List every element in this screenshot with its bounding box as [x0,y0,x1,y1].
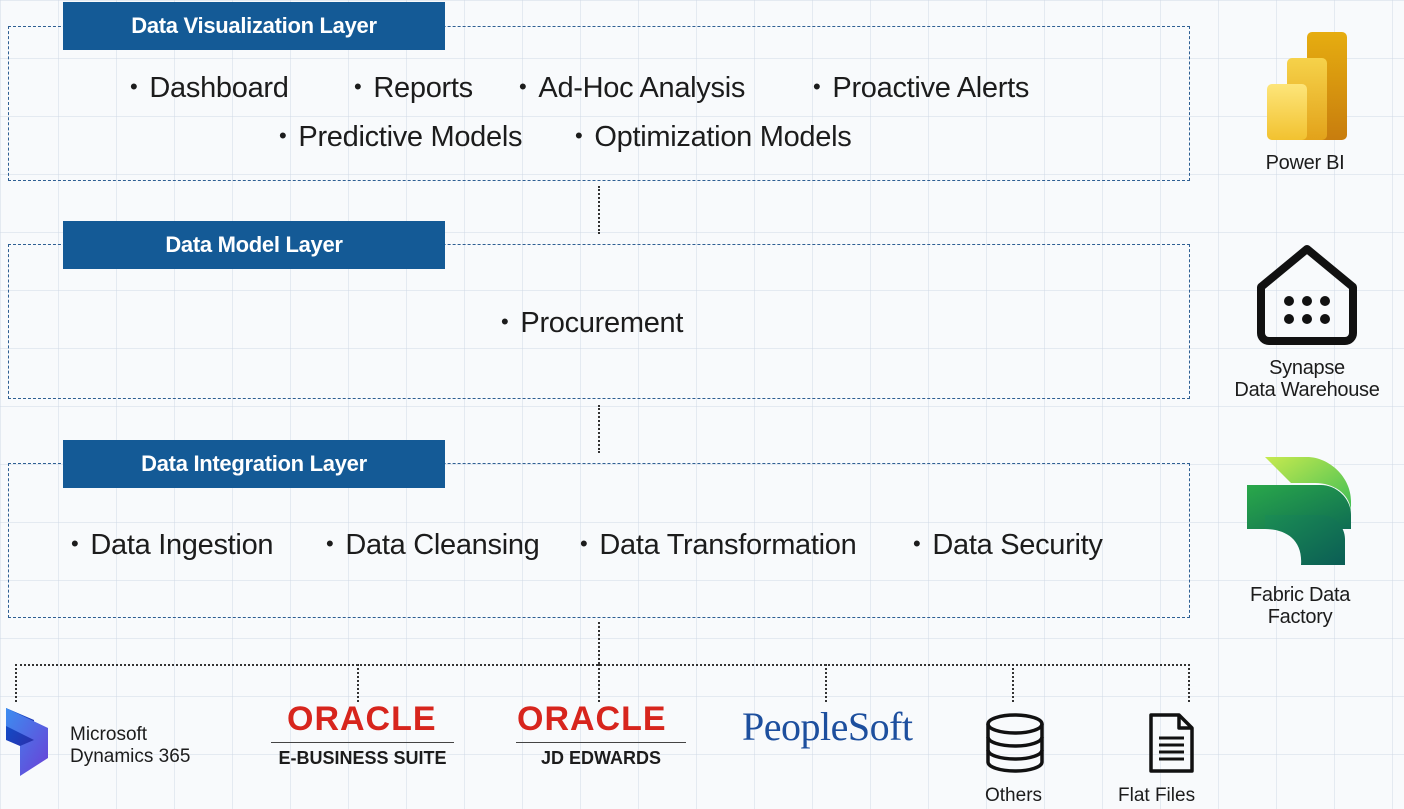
integration-item: •Data Security [913,529,1103,561]
connector-line [1012,664,1014,702]
oracle-ebs-label: E-BUSINESS SUITE [278,748,447,768]
oracle-ebs-logo: ORACLE [287,700,437,738]
visualization-item: •Dashboard [130,72,289,104]
integration-layer-title: Data Integration Layer [63,440,445,488]
oracle-ebs-rule [271,742,454,743]
visualization-item: •Predictive Models [279,121,523,153]
fabric-data-factory-icon [1247,457,1351,565]
visualization-item: •Optimization Models [575,121,852,153]
flat-files-label: Flat Files [1118,785,1196,806]
connector-line [1188,664,1190,702]
model-layer-title: Data Model Layer [63,221,445,269]
visualization-item: •Proactive Alerts [813,72,1030,104]
model-item: •Procurement [501,307,684,339]
model-layer-box [8,244,1190,399]
connector-line [15,664,17,702]
fabric-data-factory-label: Fabric Data Factory [1249,584,1351,628]
power-bi-label: Power BI [1265,152,1345,174]
dynamics-365-icon [6,708,48,776]
connector-line [598,405,600,453]
file-icon [1149,713,1194,773]
connector-line [598,186,600,234]
dynamics-label: Microsoft Dynamics 365 [70,724,191,767]
oracle-jde-rule [516,742,686,743]
oracle-jde-label: JD EDWARDS [540,748,661,768]
synapse-label: Synapse Data Warehouse [1234,357,1380,401]
synapse-warehouse-icon [1257,245,1357,345]
integration-item: •Data Ingestion [71,529,274,561]
sources-bus-line [15,664,1190,666]
oracle-jde-logo: ORACLE [517,700,667,738]
peoplesoft-logo: PeopleSoft [742,704,913,749]
connector-line [357,664,359,702]
visualization-item: •Ad-Hoc Analysis [519,72,746,104]
integration-item: •Data Cleansing [326,529,540,561]
power-bi-icon [1267,32,1347,140]
others-label: Others [985,785,1043,806]
connector-line [598,664,600,702]
visualization-layer-title: Data Visualization Layer [63,2,445,50]
connector-line [825,664,827,702]
database-icon [986,713,1044,773]
integration-layer-box [8,463,1190,618]
visualization-layer-box [8,26,1190,181]
connector-line [598,622,600,664]
integration-item: •Data Transformation [580,529,857,561]
visualization-item: •Reports [354,72,473,104]
